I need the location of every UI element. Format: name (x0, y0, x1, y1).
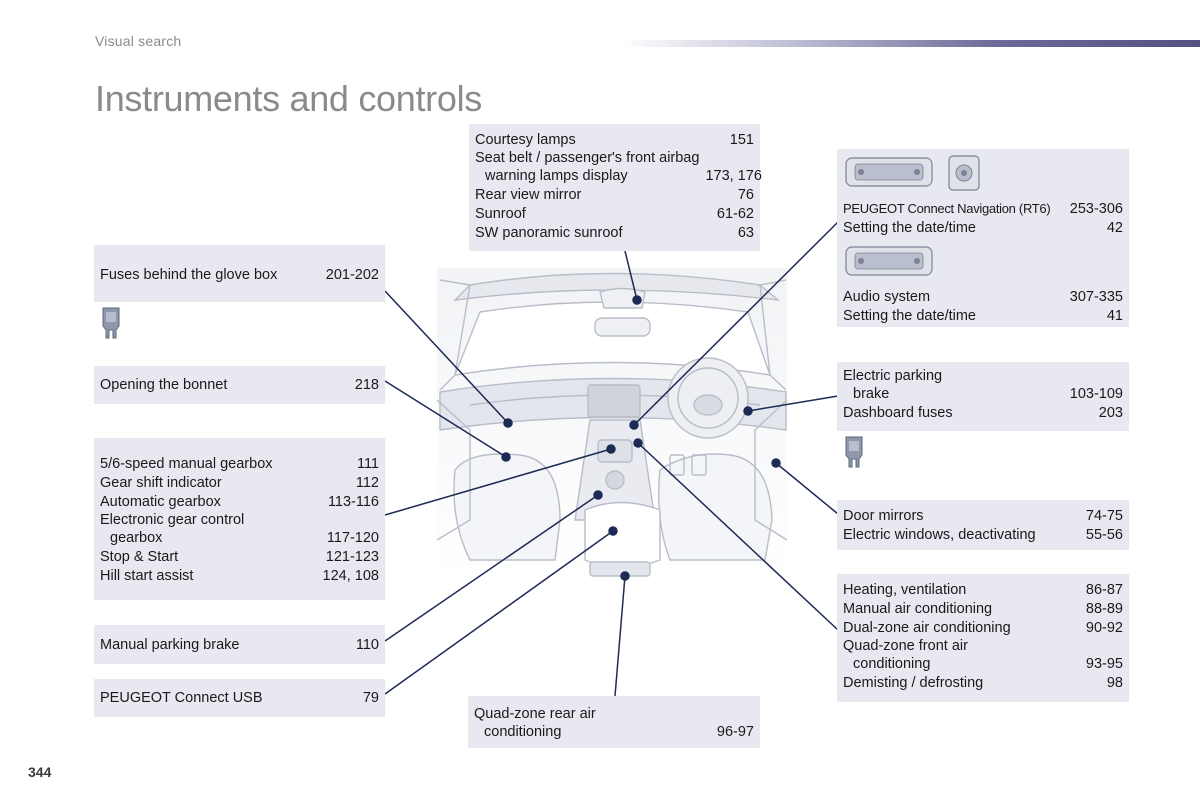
page-number: 344 (28, 764, 52, 780)
entry-quad-zone-front-air: Quad-zone front air conditioning 93-95 (843, 638, 1123, 672)
entry-navigation-date-time: Setting the date/time 42 (843, 220, 1123, 236)
entry-automatic-gearbox: Automatic gearbox 113-116 (100, 494, 379, 510)
entry-stop-start: Stop & Start 121-123 (100, 549, 379, 565)
box-opening-bonnet: Opening the bonnet 218 (94, 366, 385, 404)
fuse-icon (845, 436, 863, 468)
entry-connect-navigation: PEUGEOT Connect Navigation (RT6) 253-306 (843, 201, 1123, 217)
box-electric-parking-brake: Electric parking brake 103-109 Dashboard… (837, 362, 1129, 431)
leader-lines (384, 221, 839, 697)
page-title: Instruments and controls (95, 78, 482, 119)
entry-manual-air-conditioning: Manual air conditioning 88-89 (843, 601, 1123, 617)
entry-seat-belt-warning: Seat belt / passenger's front airbag war… (475, 150, 762, 184)
entry-electronic-gear-control: Electronic gear control gearbox 117-120 (100, 512, 379, 546)
audio-unit-icon (845, 246, 933, 276)
fuse-icon (102, 307, 120, 339)
box-fuses-glove-box: Fuses behind the glove box 201-202 (94, 245, 385, 302)
entry-dashboard-fuses: Dashboard fuses 203 (843, 405, 1123, 421)
entry-heating-ventilation: Heating, ventilation 86-87 (843, 582, 1123, 598)
entry-audio-system: Audio system 307-335 (843, 289, 1123, 305)
entry-rear-view-mirror: Rear view mirror 76 (475, 187, 754, 203)
entry-manual-gearbox: 5/6-speed manual gearbox 111 (100, 456, 379, 472)
box-gearbox: 5/6-speed manual gearbox 111 Gear shift … (94, 438, 385, 600)
box-manual-parking-brake: Manual parking brake 110 (94, 625, 385, 664)
box-heating-ventilation: Heating, ventilation 86-87 Manual air co… (837, 574, 1129, 702)
entry-gear-shift-indicator: Gear shift indicator 112 (100, 475, 379, 491)
entry-courtesy-lamps: Courtesy lamps 151 (475, 132, 754, 148)
box-navigation-audio: PEUGEOT Connect Navigation (RT6) 253-306… (837, 149, 1129, 327)
entry-opening-bonnet: Opening the bonnet 218 (100, 377, 379, 393)
box-connect-usb: PEUGEOT Connect USB 79 (94, 679, 385, 717)
entry-connect-usb: PEUGEOT Connect USB 79 (100, 690, 379, 706)
box-courtesy-lamps: Courtesy lamps 151 Seat belt / passenger… (469, 124, 762, 251)
navigation-unit-icon (845, 155, 980, 191)
entry-manual-parking-brake: Manual parking brake 110 (100, 637, 379, 653)
entry-fuses-glove-box: Fuses behind the glove box 201-202 (100, 267, 379, 283)
header-accent-bar (620, 40, 1200, 47)
entry-panoramic-sunroof: SW panoramic sunroof 63 (475, 225, 754, 241)
entry-electric-parking-brake: Electric parking brake 103-109 (843, 368, 1123, 402)
entry-electric-windows: Electric windows, deactivating 55-56 (843, 527, 1123, 543)
section-label: Visual search (95, 33, 182, 49)
entry-audio-date-time: Setting the date/time 41 (843, 308, 1123, 324)
entry-rear-air-conditioning: Quad-zone rear air conditioning 96-97 (474, 706, 754, 740)
entry-demisting-defrosting: Demisting / defrosting 98 (843, 675, 1123, 691)
entry-dual-zone-air: Dual-zone air conditioning 90-92 (843, 620, 1123, 636)
box-door-mirrors: Door mirrors 74-75 Electric windows, dea… (837, 500, 1129, 550)
entry-hill-start-assist: Hill start assist 124, 108 (100, 568, 379, 584)
box-rear-air-conditioning: Quad-zone rear air conditioning 96-97 (468, 696, 760, 748)
entry-sunroof: Sunroof 61-62 (475, 206, 754, 222)
entry-door-mirrors: Door mirrors 74-75 (843, 508, 1123, 524)
